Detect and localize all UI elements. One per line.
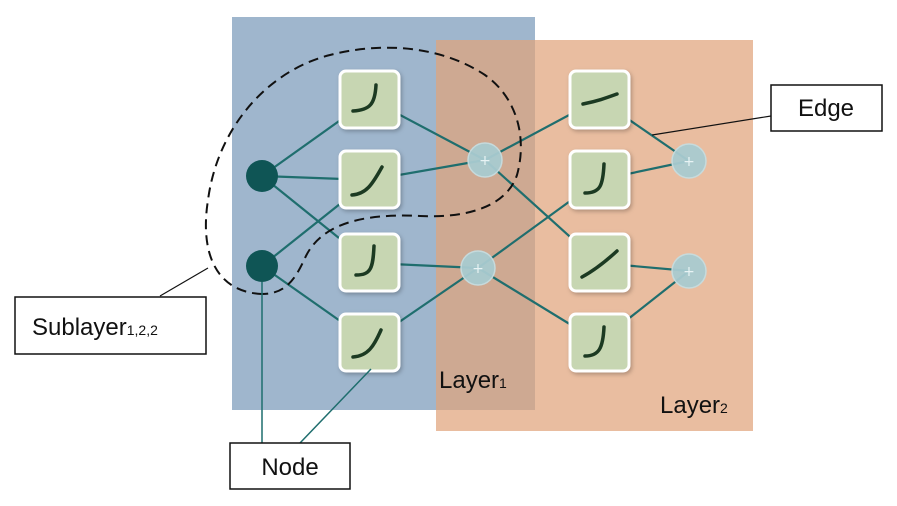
plus-icon: + xyxy=(472,261,484,277)
activation-node xyxy=(568,69,631,130)
layer-2-label: Layer2 xyxy=(660,392,728,419)
activation-node xyxy=(338,232,401,293)
edge-leader-line xyxy=(651,115,772,136)
sum-node: + xyxy=(467,142,503,178)
activation-curve-icon xyxy=(351,83,378,113)
node-callout-text: Node xyxy=(261,454,318,481)
activation-curve-icon xyxy=(581,92,619,106)
activation-node xyxy=(338,149,401,210)
sum-node: + xyxy=(671,253,707,289)
edge-callout-text: Edge xyxy=(798,95,854,122)
activation-node xyxy=(568,232,631,293)
activation-node xyxy=(338,312,401,373)
activation-node xyxy=(568,149,631,210)
activation-curve-icon xyxy=(583,325,606,358)
activation-curve-icon xyxy=(580,249,619,279)
sum-node: + xyxy=(671,143,707,179)
sublayer-callout-text: Sublayer1,2,2 xyxy=(32,314,158,341)
node-callout: Node xyxy=(229,442,351,490)
plus-icon: + xyxy=(479,153,491,169)
input-node xyxy=(246,160,278,192)
sum-node: + xyxy=(460,250,496,286)
layer-1-label: Layer1 xyxy=(439,367,507,394)
activation-node xyxy=(568,312,631,373)
activation-node xyxy=(338,69,401,130)
node-leader-lines xyxy=(261,282,372,444)
plus-icon: + xyxy=(683,154,695,170)
plus-icon: + xyxy=(683,264,695,280)
input-node xyxy=(246,250,278,282)
activation-curve-icon xyxy=(350,165,384,197)
sublayer-outline xyxy=(204,46,522,296)
activation-curve-icon xyxy=(351,328,383,359)
activation-curve-icon xyxy=(583,162,606,195)
sublayer-callout: Sublayer1,2,2 xyxy=(14,296,207,355)
leader-lines xyxy=(159,115,772,297)
sublayer-leader-line xyxy=(159,267,209,297)
activation-curve-icon xyxy=(354,244,376,277)
edge-callout: Edge xyxy=(770,84,883,132)
node-leader-line xyxy=(299,368,372,444)
